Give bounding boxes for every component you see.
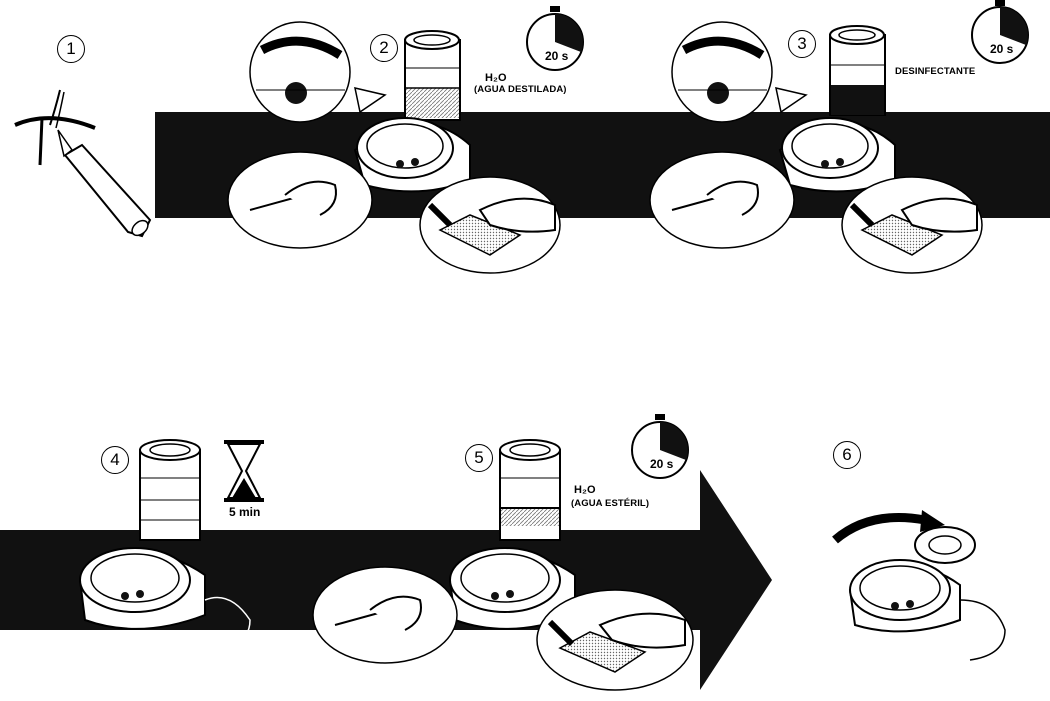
step-3-timer: 20 s (990, 42, 1013, 56)
step-4-duration: 5 min (229, 505, 260, 519)
step-3-label-line1: DESINFECTANTE (895, 66, 975, 78)
step-5-timer: 20 s (650, 457, 673, 471)
step-2-timer: 20 s (545, 49, 568, 63)
step1-brush-handpiece (15, 90, 151, 238)
step-5-number: 5 (465, 444, 493, 472)
step-4-number: 4 (101, 446, 129, 474)
step-2-label-line2: (AGUA DESTILADA) (474, 84, 567, 96)
step-3-number: 3 (788, 30, 816, 58)
step-2-number: 2 (370, 34, 398, 62)
step-5-label-line2: (AGUA ESTÉRIL) (571, 498, 649, 510)
hourglass-icon (224, 440, 264, 502)
step6-device (850, 527, 1005, 660)
step-6-number: 6 (833, 441, 861, 469)
step-1-number: 1 (57, 35, 85, 63)
step-5-label-line1: H₂O (574, 484, 596, 496)
step-2-label-line1: H₂O (485, 72, 507, 84)
